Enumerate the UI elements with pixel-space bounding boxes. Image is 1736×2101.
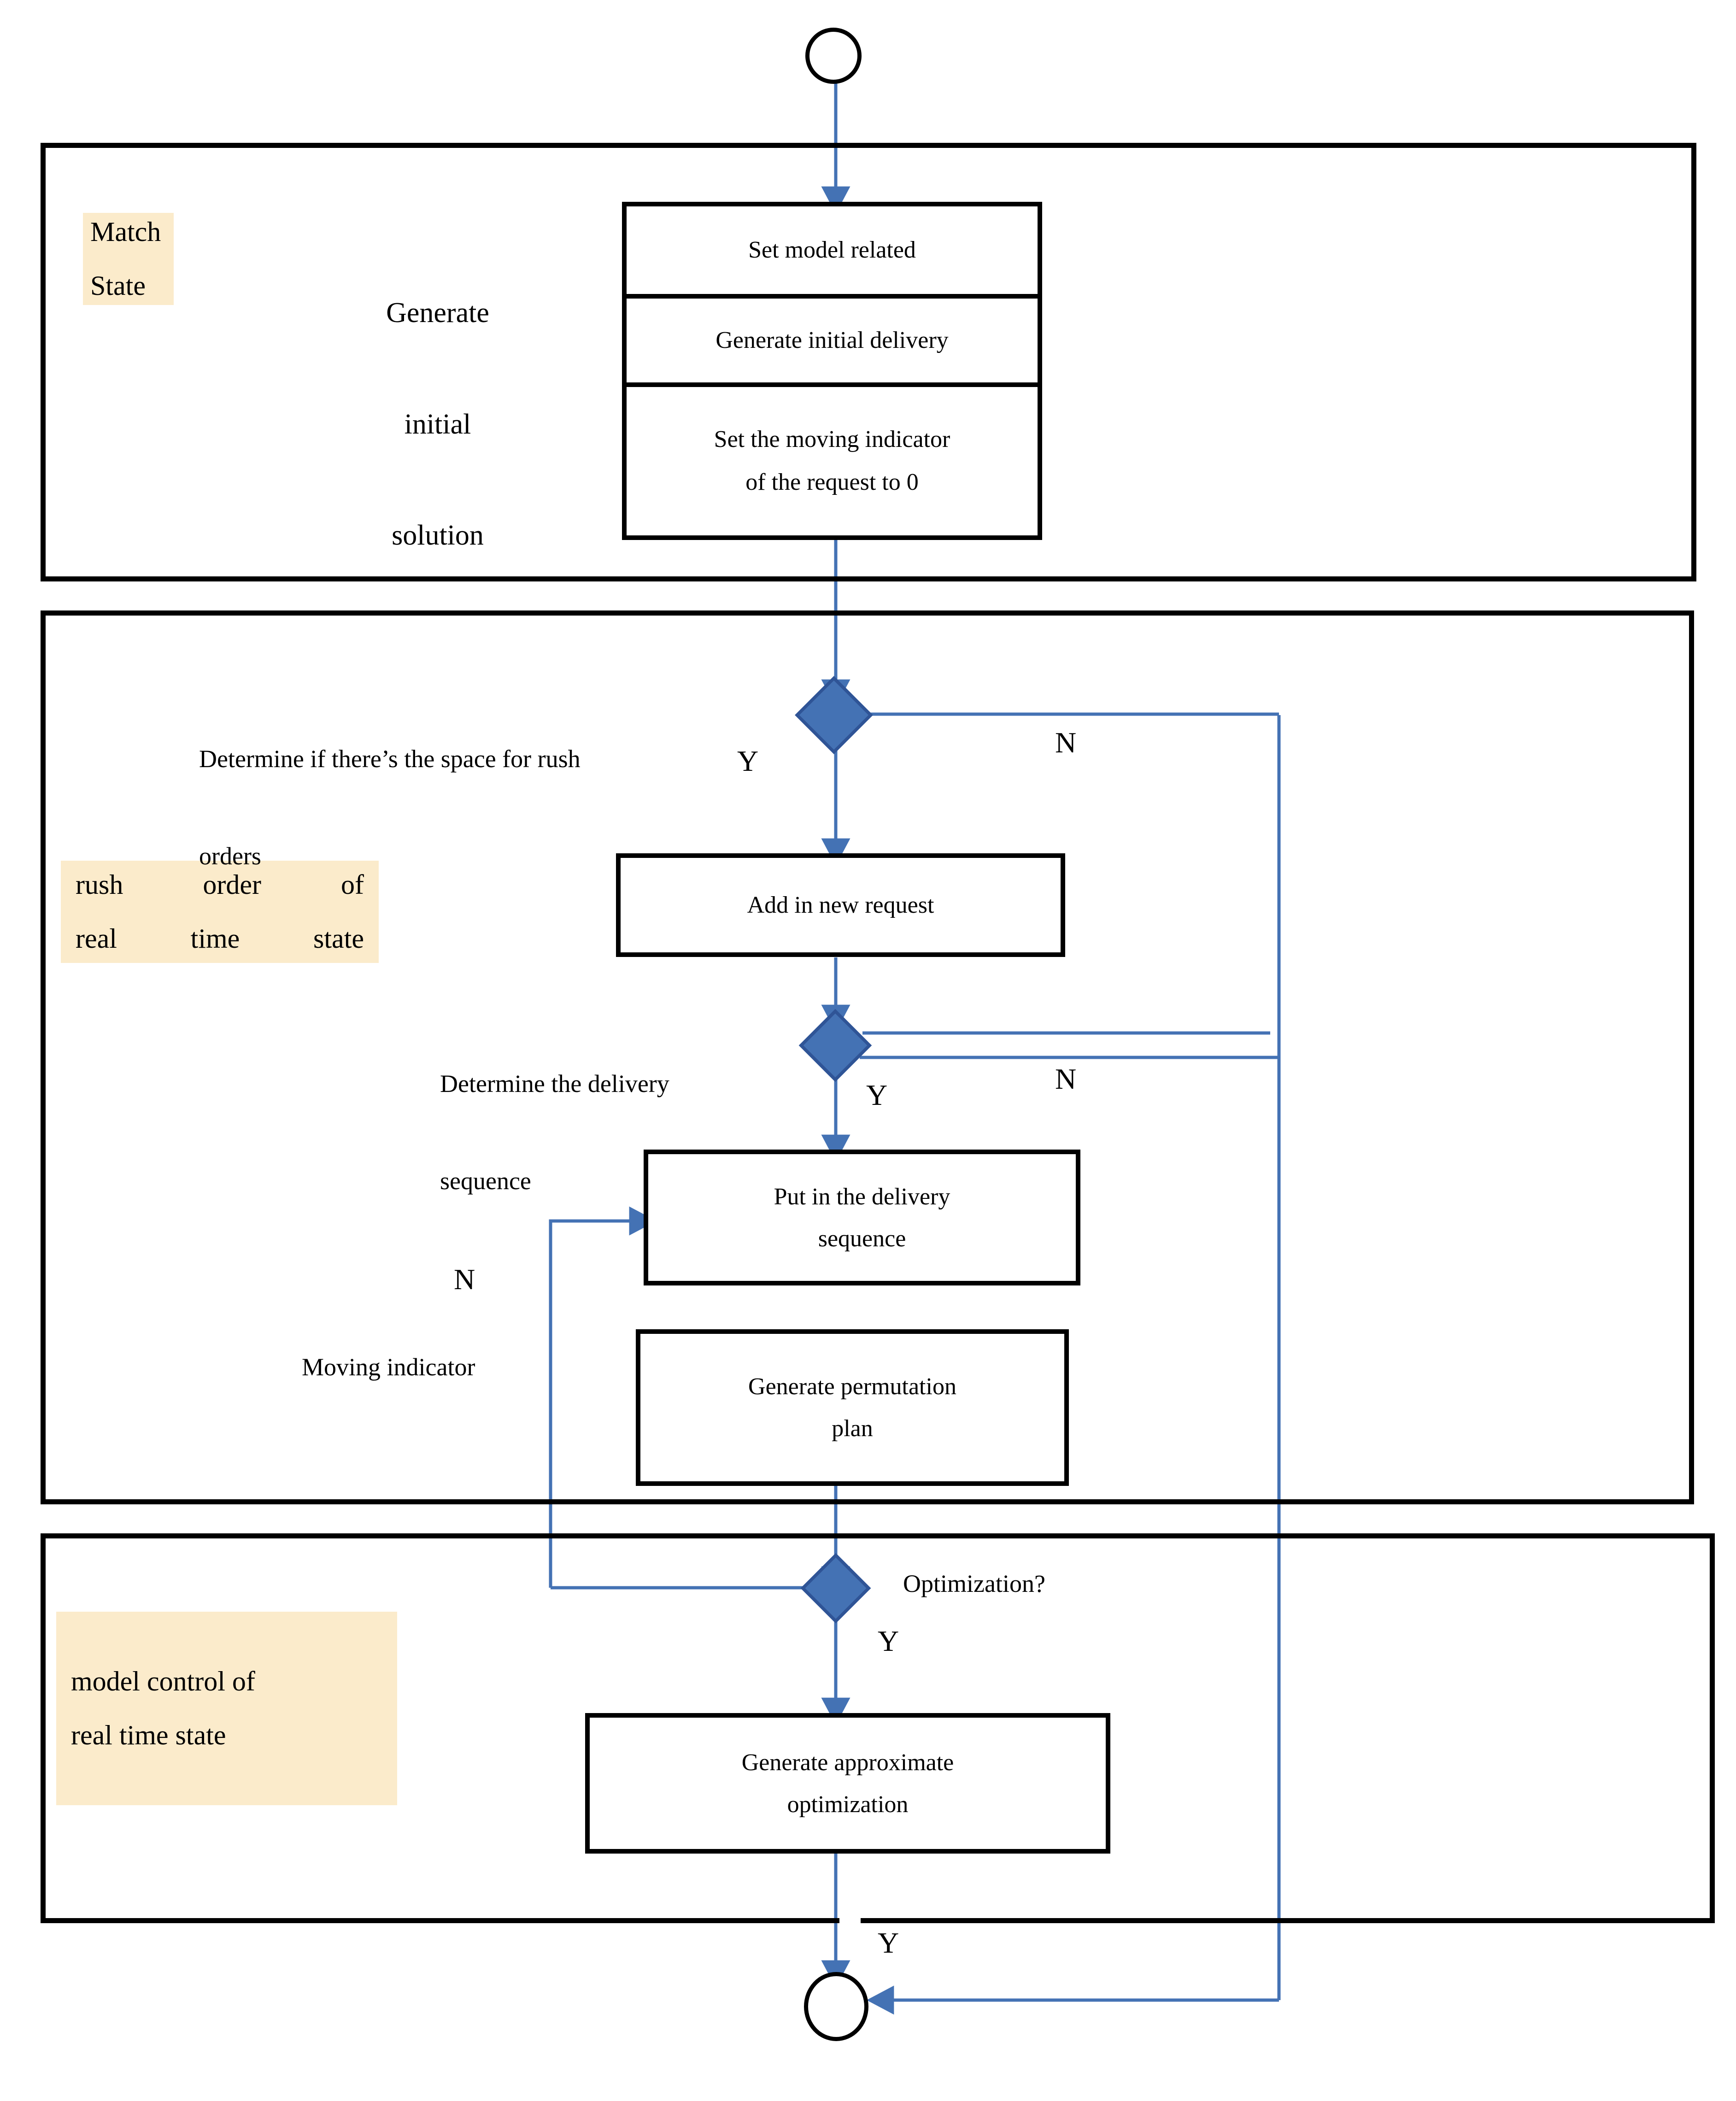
process-generate-approximate-optimization-line-1: Generate approximate [741, 1749, 954, 1776]
caption-determine-space-line-1: Determine if there’s the space for rush [199, 745, 581, 773]
lane-model-control [41, 1533, 1715, 1923]
process-generate-permutation-plan[interactable]: Generate permutation plan [636, 1329, 1069, 1486]
caption-determine-sequence-line-1: Determine the delivery [440, 1070, 669, 1098]
caption-determine-space-line-2: orders [199, 842, 261, 870]
process-generate-approximate-optimization-line-2: optimization [787, 1791, 909, 1818]
process-generate-permutation-plan-line-2: plan [832, 1415, 873, 1442]
branch-label-d3-yes: Y [878, 1625, 899, 1657]
process-generate-permutation-plan-line-1: Generate permutation [748, 1373, 956, 1400]
lane-model-control-bottom-right [861, 1918, 1715, 1923]
process-init-stack[interactable]: Set model related Generate initial deliv… [622, 202, 1042, 540]
caption-determine-sequence-line-2: sequence [440, 1167, 531, 1195]
lane-label-model-control-line-1: model control of [71, 1666, 255, 1696]
lane-label-model-control-line-2: real time state [71, 1720, 226, 1750]
lane-label-match-state-line-1: Match [90, 217, 161, 247]
process-set-moving-indicator-line-1: Set the moving indicator [714, 426, 950, 453]
process-generate-approximate-optimization[interactable]: Generate approximate optimization [585, 1713, 1110, 1854]
process-put-in-delivery-sequence[interactable]: Put in the delivery sequence [644, 1150, 1080, 1285]
process-generate-initial-delivery-line-1: Generate initial delivery [716, 327, 949, 353]
caption-generate-initial-solution-line-3: solution [392, 520, 484, 552]
start-node [805, 28, 862, 84]
process-generate-initial-delivery[interactable]: Generate initial delivery [627, 299, 1038, 387]
branch-label-d1-yes: Y [737, 745, 759, 777]
branch-label-end-yes: Y [878, 1926, 899, 1959]
branch-label-d1-no: N [1055, 726, 1077, 759]
caption-optimization: Optimization? [903, 1570, 1045, 1597]
process-put-in-delivery-sequence-line-1: Put in the delivery [774, 1183, 950, 1210]
process-set-moving-indicator-line-2: of the request to 0 [745, 469, 919, 495]
process-set-model-related[interactable]: Set model related [627, 206, 1038, 299]
process-set-model-related-line-1: Set model related [748, 236, 916, 263]
lane-label-rush-order-line-1: rush order of [76, 869, 364, 900]
process-add-in-new-request-line-1: Add in new request [747, 892, 934, 918]
caption-generate-initial-solution-line-1: Generate [386, 297, 489, 329]
branch-label-loop-no: N [454, 1263, 475, 1296]
caption-determine-space-for-rush-orders: Determine if there’s the space for rush … [199, 687, 798, 880]
branch-label-d2-yes: Y [866, 1079, 888, 1111]
process-set-moving-indicator[interactable]: Set the moving indicator of the request … [627, 387, 1038, 535]
branch-label-d2-no: N [1055, 1062, 1077, 1095]
lane-model-control-bottom-left [41, 1918, 839, 1923]
lane-label-rush-order: rush order of real time state [61, 861, 379, 963]
lane-label-match-state-line-2: State [90, 270, 146, 301]
caption-generate-initial-solution-line-2: initial [404, 408, 471, 440]
end-node [804, 1972, 868, 2041]
lane-rush-order [41, 610, 1694, 1504]
lane-label-rush-order-line-2: real time state [76, 923, 364, 954]
process-put-in-delivery-sequence-line-2: sequence [818, 1225, 906, 1252]
lane-match-state [41, 143, 1696, 581]
lane-label-model-control: model control of real time state [56, 1612, 397, 1805]
process-add-in-new-request[interactable]: Add in new request [616, 853, 1065, 957]
caption-moving-indicator: Moving indicator [302, 1353, 475, 1381]
caption-determine-delivery-sequence: Determine the delivery sequence [440, 1011, 799, 1205]
caption-generate-initial-solution: Generate initial solution [350, 229, 525, 563]
lane-label-match-state: Match State [83, 213, 174, 305]
